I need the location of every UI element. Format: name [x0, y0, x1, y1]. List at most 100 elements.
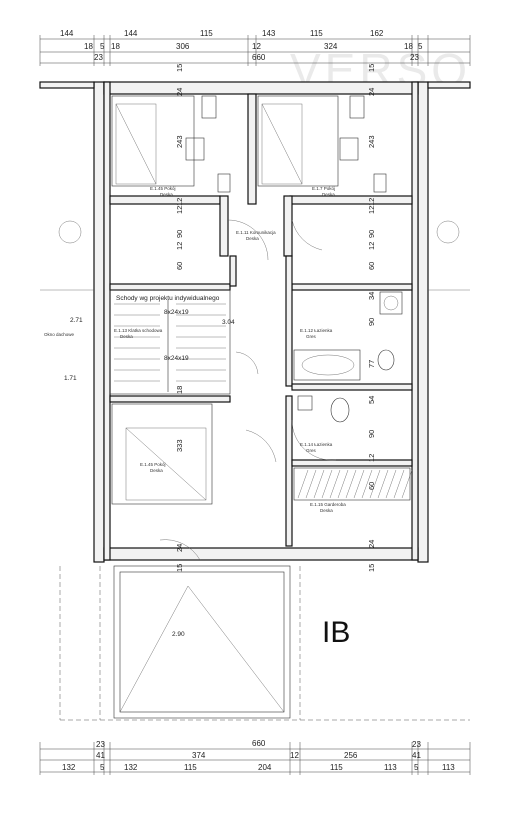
- room-label-3: E.1.11 Komunikacja: [236, 230, 276, 235]
- staircase: Schody wg projektu indywidualnego 8x24x1…: [44, 289, 235, 395]
- left-vert-dim: 15: [175, 64, 184, 72]
- bedroom-left: [111, 95, 231, 193]
- finish-2: Deska: [322, 192, 335, 197]
- left-vert-dim: 333: [175, 439, 184, 452]
- bottom-dim-6: 12: [290, 751, 299, 760]
- right-vert-dim: 12: [367, 454, 376, 462]
- right-vert-dim: 12: [367, 206, 376, 214]
- top-dim-10: 306: [176, 42, 190, 51]
- top-dim-11: 12: [252, 42, 261, 51]
- bottom-dim-9: 132: [62, 763, 76, 772]
- bottom-dim-2: 23: [412, 740, 421, 749]
- room-label-2: E.1.7 Pokój: [312, 186, 335, 191]
- hatch-line: [329, 469, 341, 499]
- bottom-dim-15: 113: [384, 763, 397, 772]
- hatch-line: [345, 469, 357, 499]
- top-dimension-lines: 144 144 115 143 115 162 18 5 18 306 12 3…: [39, 29, 471, 66]
- top-dim-1: 144: [60, 29, 74, 38]
- left-vert-dim: 12: [175, 198, 184, 206]
- hatch-line: [393, 469, 405, 499]
- bedroom-right: [257, 95, 387, 193]
- bathroom-lower: [297, 395, 350, 423]
- bottom-dim-14: 115: [330, 763, 343, 772]
- right-vert-dim: 24: [367, 540, 376, 548]
- bedroom-lower: [111, 403, 213, 505]
- room-label-4: E.1.13 Klatka schodowa: [114, 328, 163, 333]
- room-label-1: E.1.45 Pokój: [150, 186, 176, 191]
- finish-1: Deska: [160, 192, 173, 197]
- level-3: 1.71: [64, 375, 77, 382]
- bottom-dim-13: 204: [258, 763, 272, 772]
- left-vert-dim: 60: [175, 262, 184, 270]
- top-dim-16: 660: [252, 53, 266, 62]
- bottom-dim-17: 113: [442, 763, 455, 772]
- right-vert-dim: 90: [367, 318, 376, 326]
- unit-label: IB: [322, 616, 350, 649]
- room-label-7: E.1.14 Łazienka: [300, 442, 333, 447]
- finish-7: Gres: [306, 448, 317, 453]
- stair-spec-2: 8x24x19: [164, 355, 189, 362]
- right-vert-dim: 15: [367, 64, 376, 72]
- stair-note: Schody wg projektu indywidualnego: [116, 295, 220, 302]
- hatch-line: [377, 469, 389, 499]
- bottom-dim-4: 374: [192, 751, 206, 760]
- bottom-dim-12: 115: [184, 763, 197, 772]
- room-label-8: E.1.15 Garderoba: [310, 502, 346, 507]
- hatch-line: [353, 469, 365, 499]
- finish-8: Deska: [320, 508, 333, 513]
- right-vert-dim: 24: [367, 88, 376, 96]
- interior-walls: [109, 93, 413, 547]
- hatch-line: [361, 469, 373, 499]
- left-vert-dim: 24: [175, 544, 184, 552]
- right-vert-dim: 15: [367, 564, 376, 572]
- top-dim-4: 143: [262, 29, 276, 38]
- room-labels: E.1.45 Pokój E.1.7 Pokój E.1.11 Komunika…: [114, 186, 346, 513]
- left-vert-dim: 12: [175, 206, 184, 214]
- right-vert-dim: 60: [367, 482, 376, 490]
- bottom-dim-16: 5: [414, 763, 419, 772]
- bottom-dim-3: 41: [96, 751, 105, 760]
- top-dim-2: 144: [124, 29, 138, 38]
- vertical-dimensions: 1524243121290126018333241515242431212901…: [175, 64, 376, 572]
- right-vert-dim: 243: [367, 135, 376, 148]
- bottom-dim-8: 41: [412, 751, 421, 760]
- level-1: 3.04: [222, 319, 235, 326]
- left-vert-dim: 18: [175, 386, 184, 394]
- top-dim-13: 18: [404, 42, 413, 51]
- terrace: 2.90: [59, 565, 470, 721]
- bottom-dim-7: 256: [344, 751, 358, 760]
- level-2: 2.71: [70, 317, 83, 324]
- left-vert-dim: 24: [175, 88, 184, 96]
- outer-walls: [103, 81, 419, 561]
- top-dim-5: 115: [310, 29, 323, 38]
- neighbour-walls: [39, 81, 471, 563]
- right-vert-dim: 54: [367, 396, 376, 404]
- top-dim-6: 162: [370, 29, 384, 38]
- bottom-dim-11: 132: [124, 763, 138, 772]
- top-dim-7: 18: [84, 42, 93, 51]
- hatch-line: [321, 469, 333, 499]
- bottom-dim-1: 23: [96, 740, 105, 749]
- right-vert-dim: 90: [367, 230, 376, 238]
- wardrobe: [293, 467, 413, 501]
- right-vert-dim: 60: [367, 262, 376, 270]
- finish-3: Deska: [246, 236, 259, 241]
- right-vert-dim: 12: [367, 242, 376, 250]
- hatch-line: [305, 469, 317, 499]
- top-dim-14: 5: [418, 42, 423, 51]
- hatch-line: [337, 469, 349, 499]
- top-dim-15: 23: [94, 53, 103, 62]
- bottom-dim-10: 5: [100, 763, 105, 772]
- left-vert-dim: 243: [175, 135, 184, 148]
- hatch-line: [313, 469, 325, 499]
- door-swings: [159, 219, 337, 561]
- top-dim-9: 18: [111, 42, 120, 51]
- right-vert-dim: 77: [367, 360, 376, 368]
- level-4: 2.90: [172, 631, 185, 638]
- right-vert-dim: 90: [367, 430, 376, 438]
- right-vert-dim: 34: [367, 292, 376, 300]
- left-vert-dim: 15: [175, 564, 184, 572]
- bottom-dim-5: 660: [252, 739, 266, 748]
- finish-5: Gres: [306, 334, 317, 339]
